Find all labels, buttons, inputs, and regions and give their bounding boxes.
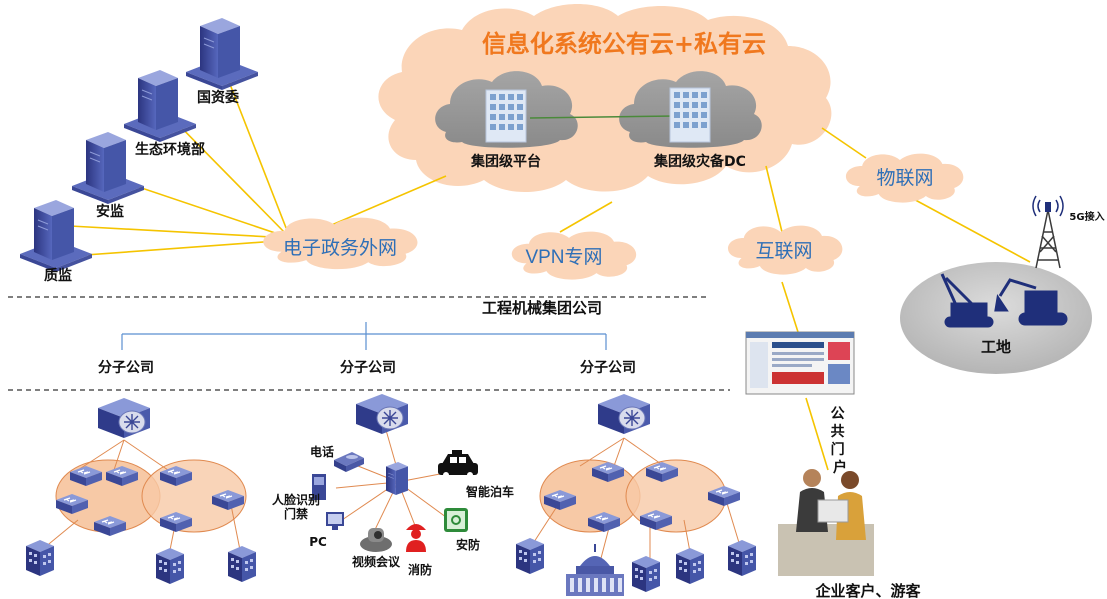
- gateway-server-icon: [385, 461, 409, 496]
- portal-label: 公 共 门 户: [831, 406, 850, 476]
- fire-label: 消防: [408, 562, 432, 577]
- subsidiary-2-label: 分子公司: [340, 360, 396, 376]
- customers: 企业客户、游客: [778, 469, 921, 599]
- building-icon: [728, 540, 756, 576]
- public-portal: 公 共 门 户: [745, 331, 855, 476]
- server-icon: [199, 17, 241, 79]
- government-building-icon: [566, 544, 624, 596]
- dr-building-icon: [669, 87, 711, 143]
- gov-safety: 安监: [72, 131, 144, 220]
- people-icon: [778, 469, 874, 576]
- drilling-rig-icon: [940, 273, 994, 328]
- gov-ecology-label: 生态环境部: [135, 141, 205, 158]
- group-company-label: 工程机械集团公司: [482, 299, 602, 317]
- face-access-icon: [312, 474, 326, 500]
- safe-icon: [444, 508, 468, 532]
- public-private-cloud: 信息化系统公有云+私有云 集团级平台 集团: [378, 4, 832, 192]
- parking-label: 智能泊车: [465, 484, 514, 499]
- building-icon: [632, 556, 660, 592]
- cell-tower-icon: [1032, 195, 1064, 269]
- vpn-network: VPN专网: [511, 231, 637, 280]
- subsidiary-2-network: 电话 人脸识别门禁 PC 视频会议 消防: [272, 393, 514, 577]
- subsidiary-1-label: 分子公司: [98, 360, 154, 376]
- iot-network: 物联网: [845, 153, 964, 203]
- subsidiary-1-network: [26, 397, 256, 584]
- subsidiary-3-network: [516, 393, 756, 596]
- iot-network-label: 物联网: [876, 167, 933, 189]
- server-icon: [137, 69, 179, 131]
- excavator-icon: [994, 278, 1068, 326]
- tower-label: 5G接入: [1069, 210, 1104, 223]
- internet-network-label: 互联网: [755, 240, 812, 262]
- server-icon: [33, 199, 75, 261]
- gov-quality-label: 质监: [44, 267, 72, 284]
- building-icon: [228, 546, 256, 582]
- platform-label: 集团级平台: [470, 153, 541, 170]
- dc-link: [529, 115, 677, 119]
- web-portal-screenshot-icon: [745, 331, 855, 395]
- gov-sasac-label: 国资委: [197, 89, 239, 106]
- car-icon: [438, 450, 478, 478]
- platform-building-icon: [485, 89, 527, 143]
- customers-label: 企业客户、游客: [814, 582, 921, 599]
- subsidiary-3-label: 分子公司: [580, 360, 636, 376]
- vpn-network-label: VPN专网: [525, 246, 602, 268]
- pc-label: PC: [309, 535, 327, 549]
- phone-icon: [334, 452, 364, 472]
- site-label: 工地: [981, 338, 1011, 356]
- security-label: 安防: [456, 537, 480, 552]
- gov-quality: 质监: [20, 199, 92, 284]
- building-icon: [516, 538, 544, 574]
- router-icon: [597, 393, 651, 435]
- dr-label: 集团级灾备DC: [653, 153, 746, 170]
- construction-site: 工地 5G接入: [900, 195, 1105, 374]
- router-icon: [97, 397, 151, 439]
- router-icon: [355, 393, 409, 435]
- egov-network: 电子政务外网: [263, 217, 418, 270]
- org-tree: [121, 322, 607, 350]
- face-access-label: 人脸识别门禁: [272, 492, 320, 521]
- building-icon: [156, 548, 184, 584]
- building-icon: [676, 548, 704, 584]
- gov-safety-label: 安监: [96, 203, 124, 220]
- video-conf-label: 视频会议: [352, 554, 401, 569]
- gov-ecology: 生态环境部: [124, 69, 205, 158]
- internet-network: 互联网: [727, 225, 843, 275]
- gov-sasac: 国资委: [186, 17, 258, 106]
- egov-network-label: 电子政务外网: [283, 237, 397, 259]
- pc-icon: [326, 512, 344, 530]
- cloud-title: 信息化系统公有云+私有云: [482, 30, 766, 58]
- firefighter-icon: [406, 524, 426, 552]
- phone-label: 电话: [310, 444, 334, 459]
- server-icon: [85, 131, 127, 193]
- building-icon: [26, 540, 54, 576]
- video-camera-icon: [360, 528, 392, 552]
